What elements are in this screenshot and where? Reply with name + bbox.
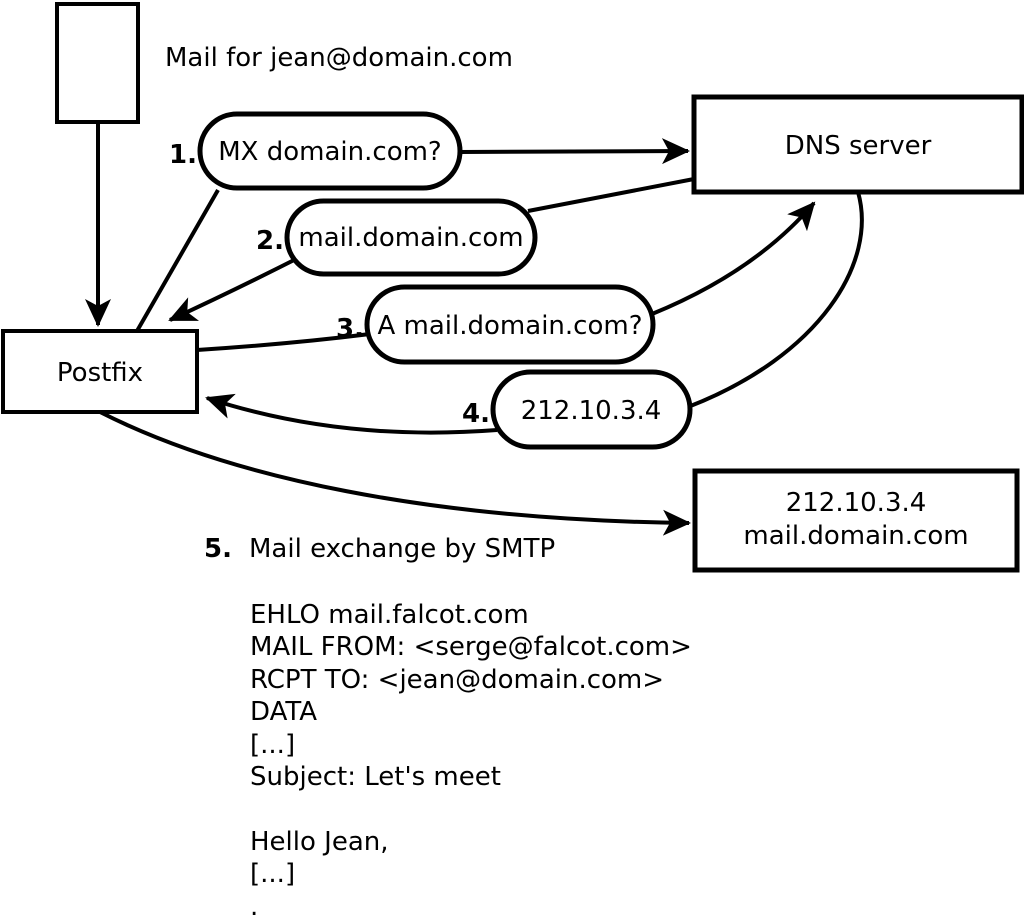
pill-query-mx-label: MX domain.com? xyxy=(218,137,441,167)
dns-server-box xyxy=(691,94,1024,195)
pill-answer-a xyxy=(490,369,693,450)
pill-answer-a-label: 212.10.3.4 xyxy=(521,396,662,426)
arrow-answer-a-to-postfix xyxy=(205,393,498,435)
arrow-query-mx-to-dns xyxy=(459,138,690,165)
arrow-query-a-to-dns xyxy=(651,201,816,316)
pill-query-a xyxy=(364,284,656,365)
connector-postfix-to-query-mx xyxy=(135,189,220,332)
smtp-session-text: EHLO mail.falcot.com MAIL FROM: <serge@f… xyxy=(250,600,692,919)
pill-answer-mx-label: mail.domain.com xyxy=(298,223,523,253)
arrow-postfix-to-mail-server xyxy=(99,410,691,536)
pill-answer-mx xyxy=(284,198,538,277)
mail-server-ip-label: 212.10.3.4 xyxy=(786,488,927,518)
arrow-answer-mx-to-postfix xyxy=(168,254,303,322)
connector-dns-to-answer-a xyxy=(687,191,864,409)
postfix-label: Postfix xyxy=(57,358,143,388)
pill-query-a-label: A mail.domain.com? xyxy=(378,311,643,341)
step-number-4: 4. xyxy=(462,399,490,429)
mail-server-box xyxy=(692,468,1020,573)
step-number-1: 1. xyxy=(169,140,197,170)
step-number-3: 3. xyxy=(336,314,364,344)
postfix-box xyxy=(1,329,199,414)
connector-dns-to-answer-mx xyxy=(527,177,695,213)
dns-server-label: DNS server xyxy=(785,131,932,161)
step-number-5: 5. xyxy=(204,534,232,564)
mail-server-host-label: mail.domain.com xyxy=(743,521,968,551)
pill-query-mx xyxy=(197,111,463,191)
step-5-label: Mail exchange by SMTP xyxy=(249,534,555,564)
step-number-2: 2. xyxy=(256,226,284,256)
mail-title: Mail for jean@domain.com xyxy=(165,43,513,73)
envelope-box xyxy=(55,2,140,124)
connector-postfix-to-query-a xyxy=(196,332,371,352)
